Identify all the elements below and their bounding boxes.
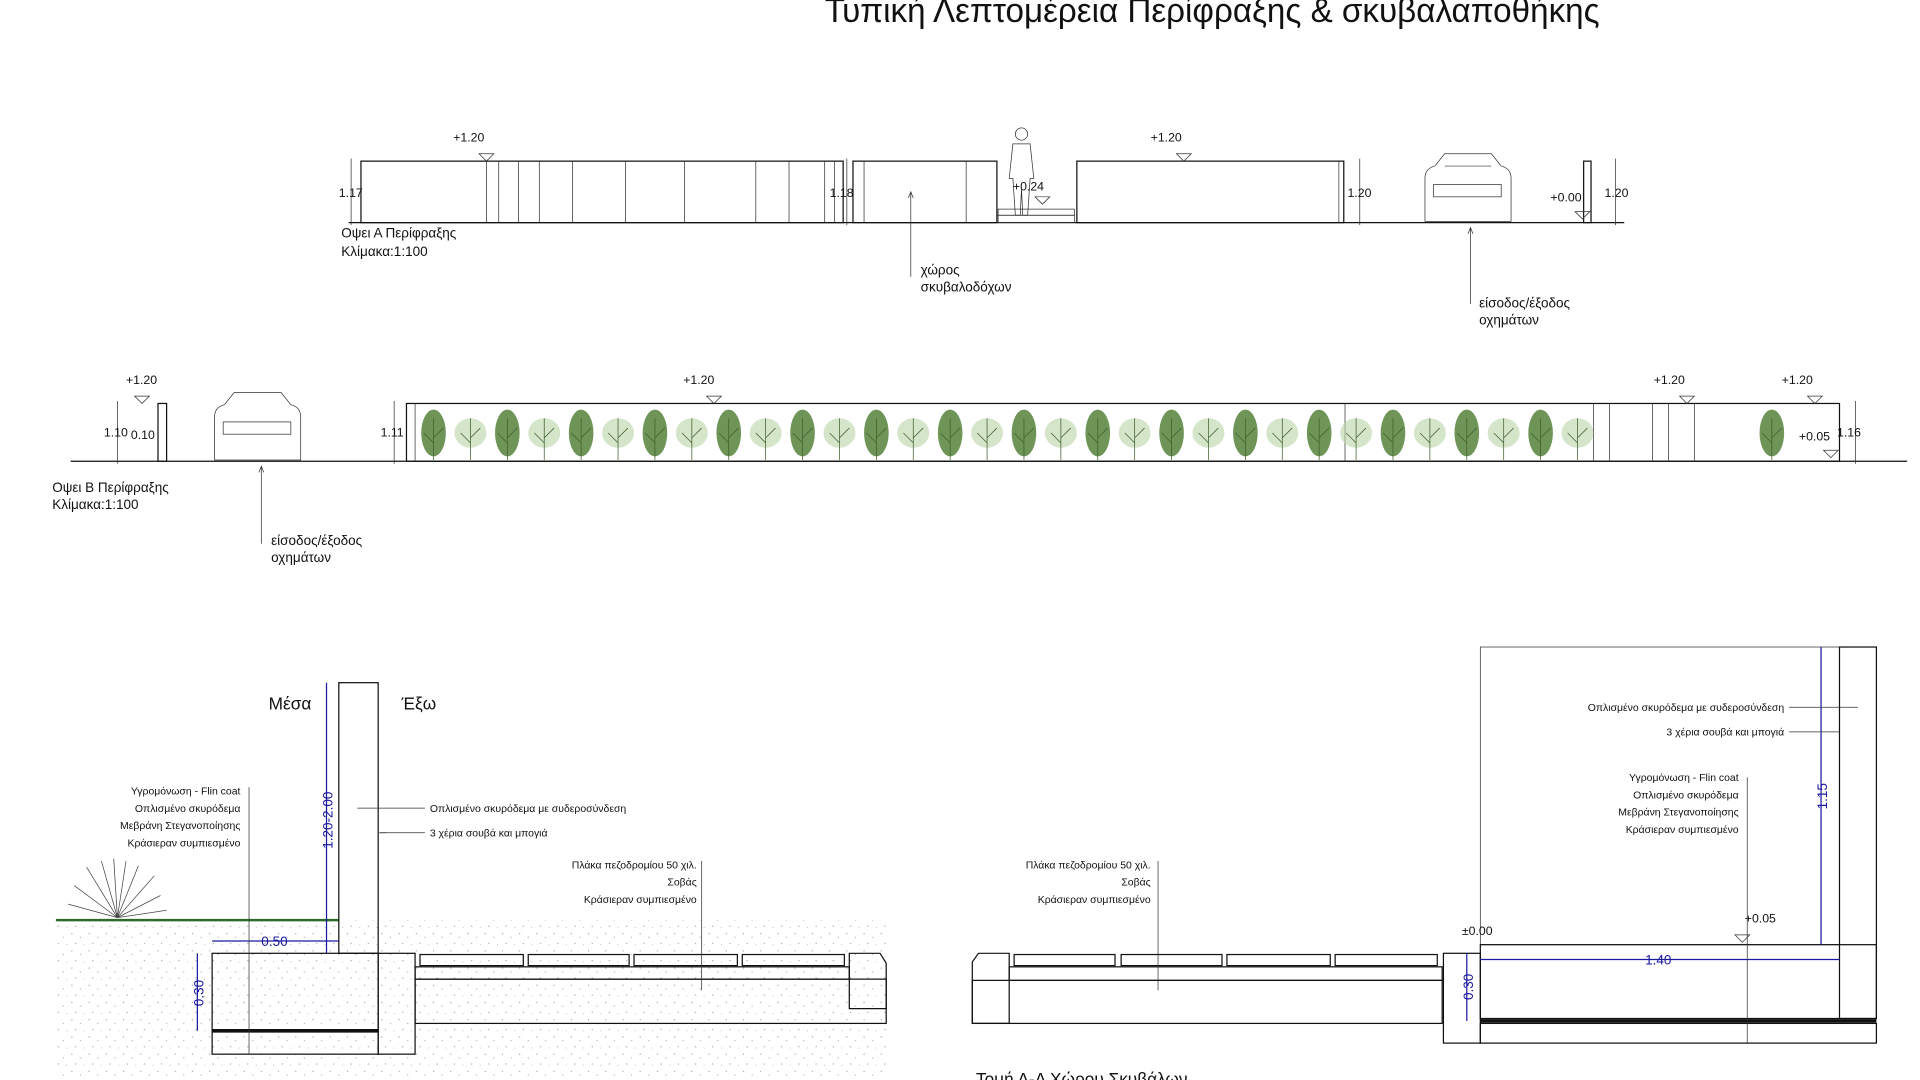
plant-icon	[1454, 409, 1480, 461]
plant-icon	[790, 409, 815, 461]
plant-icon	[568, 409, 594, 461]
svg-text:1.20-2.00: 1.20-2.00	[321, 792, 336, 849]
svg-text:1.15: 1.15	[1815, 783, 1830, 809]
plant-icon	[897, 418, 930, 461]
plant-icon	[971, 418, 1004, 461]
plant-icon	[1528, 409, 1553, 461]
plant-icon	[937, 409, 963, 461]
svg-text:1.16: 1.16	[1837, 426, 1861, 440]
svg-text:3 χέρια σουβά και μπογιά: 3 χέρια σουβά και μπογιά	[430, 827, 548, 839]
car-icon	[214, 392, 302, 461]
svg-text:+0.05: +0.05	[1799, 429, 1830, 443]
svg-text:1.20: 1.20	[1605, 186, 1629, 200]
svg-text:Σοβάς: Σοβάς	[667, 877, 696, 889]
svg-text:Μεβράνη Στεγανοποίησης: Μεβράνη Στεγανοποίησης	[120, 820, 240, 832]
elevation-a: +1.20 +1.20 +0.24 +0.00 1.17 1.18 1.20 1…	[339, 127, 1629, 328]
plant-icon	[1085, 409, 1111, 461]
plant-icon	[1413, 418, 1446, 461]
elevation-a-title: Οψει Α Περίφραξης	[341, 225, 457, 240]
plant-icon	[749, 418, 782, 461]
svg-text:οχημάτων: οχημάτων	[271, 550, 331, 565]
shrub-icon	[68, 858, 167, 918]
plant-icon	[675, 418, 708, 461]
plant-icon	[716, 409, 742, 461]
svg-text:είσοδος/έξοδος: είσοδος/έξοδος	[271, 533, 362, 548]
svg-text:Υγρομόνωση - Flin coat: Υγρομόνωση - Flin coat	[1629, 772, 1739, 784]
plant-icon	[454, 418, 487, 461]
plant-icon	[1380, 409, 1406, 461]
svg-text:0.10: 0.10	[131, 428, 155, 442]
svg-text:0.30: 0.30	[192, 980, 207, 1006]
plant-icon	[1159, 409, 1184, 461]
svg-text:Σοβάς: Σοβάς	[1121, 877, 1150, 889]
svg-text:1.18: 1.18	[830, 186, 854, 200]
svg-text:+1.20: +1.20	[1151, 130, 1182, 144]
svg-text:σκυβαλοδόχων: σκυβαλοδόχων	[921, 280, 1012, 295]
plant-icon	[642, 409, 668, 461]
svg-text:Μεβράνη Στεγανοποίησης: Μεβράνη Στεγανοποίησης	[1618, 807, 1738, 819]
svg-text:±0.00: ±0.00	[1462, 924, 1493, 938]
sheet-title: Τυπική Λεπτομέρεια Περίφραξης & σκυβαλαπ…	[825, 0, 1600, 30]
svg-text:Κράσιεραν συμπιεσμένο: Κράσιεραν συμπιεσμένο	[1626, 824, 1739, 836]
section-fence: Μέσα Έξω 1.20-2.00 0.50 0.30 Υγρομόνωση …	[55, 682, 887, 1080]
svg-text:Κράσιεραν συμπιεσμένο: Κράσιεραν συμπιεσμένο	[127, 837, 240, 849]
svg-text:χώρος: χώρος	[921, 262, 960, 277]
svg-text:Κράσιεραν συμπιεσμένο: Κράσιεραν συμπιεσμένο	[1038, 894, 1151, 906]
plant-icon	[1011, 409, 1037, 461]
svg-text:0.50: 0.50	[261, 934, 287, 949]
plant-icon	[1118, 418, 1151, 461]
svg-text:Οπλισμένο σκυρόδεμα με συδεροσ: Οπλισμένο σκυρόδεμα με συδεροσύνδεση	[430, 803, 627, 815]
plant-icon	[823, 418, 856, 461]
plant-icon	[602, 418, 635, 461]
plant-icon	[1340, 418, 1373, 461]
plant-icon	[1306, 409, 1332, 461]
svg-text:Κράσιεραν συμπιεσμένο: Κράσιεραν συμπιεσμένο	[584, 894, 697, 906]
plant-icon	[864, 409, 889, 461]
svg-text:1.17: 1.17	[339, 186, 363, 200]
plant-icon	[1044, 418, 1077, 461]
svg-text:είσοδος/έξοδος: είσοδος/έξοδος	[1479, 296, 1570, 311]
plant-icon	[421, 409, 446, 461]
svg-text:3 χέρια σουβά και μπογιά: 3 χέρια σουβά και μπογιά	[1666, 727, 1784, 739]
plant-icon	[1759, 409, 1785, 461]
plant-icon	[1192, 418, 1225, 461]
svg-text:+1.20: +1.20	[453, 130, 484, 144]
svg-text:1.10: 1.10	[104, 426, 128, 440]
svg-text:+1.20: +1.20	[683, 373, 714, 387]
label-inside: Μέσα	[269, 694, 312, 714]
svg-text:+0.24: +0.24	[1013, 180, 1044, 194]
elevation-a-scale: Κλίμακα:1:100	[341, 244, 427, 259]
svg-text:Οπλισμένο σκυρόδεμα: Οπλισμένο σκυρόδεμα	[1633, 789, 1739, 801]
person-figure-icon	[1008, 127, 1035, 216]
section-caption: Τομή Α-Α Χώρου Σκυβάλων	[976, 1069, 1188, 1080]
svg-text:+1.20: +1.20	[1782, 373, 1813, 387]
svg-text:Υγρομόνωση - Flin coat: Υγρομόνωση - Flin coat	[131, 786, 241, 798]
svg-text:+0.05: +0.05	[1745, 912, 1776, 926]
plant-icon	[1561, 418, 1594, 461]
svg-text:Οπλισμένο σκυρόδεμα: Οπλισμένο σκυρόδεμα	[135, 803, 241, 815]
svg-text:0.30: 0.30	[1461, 974, 1476, 1000]
plant-icon	[1266, 418, 1299, 461]
plant-icon	[1487, 418, 1520, 461]
svg-text:+1.20: +1.20	[1654, 373, 1685, 387]
svg-text:οχημάτων: οχημάτων	[1479, 313, 1539, 328]
elevation-b: +1.20 +1.20 +1.20 +1.20 +0.05 1.10 0.10 …	[52, 373, 1908, 565]
car-icon	[1424, 153, 1512, 222]
elevation-b-title: Οψει Β Περίφραξης	[52, 480, 169, 495]
svg-text:+0.00: +0.00	[1550, 191, 1581, 205]
svg-text:1.20: 1.20	[1347, 186, 1371, 200]
section-bins: 1.15 1.40 0.30 ±0.00 +0.05 Οπλισμένο σκυ…	[971, 646, 1878, 1080]
plant-icon	[495, 409, 520, 461]
svg-text:1.11: 1.11	[381, 426, 404, 440]
svg-text:Οπλισμένο σκυρόδεμα με συδεροσ: Οπλισμένο σκυρόδεμα με συδεροσύνδεση	[1588, 702, 1785, 714]
svg-text:Πλάκα πεζοδρομίου 50 χιλ.: Πλάκα πεζοδρομίου 50 χιλ.	[572, 859, 697, 871]
svg-text:1.40: 1.40	[1645, 952, 1671, 967]
plant-icon	[1233, 409, 1258, 461]
plant-icon	[528, 418, 561, 461]
label-outside: Έξω	[401, 694, 437, 714]
elevation-b-scale: Κλίμακα:1:100	[52, 497, 138, 512]
svg-text:Πλάκα πεζοδρομίου 50 χιλ.: Πλάκα πεζοδρομίου 50 χιλ.	[1026, 859, 1151, 871]
svg-text:+1.20: +1.20	[126, 373, 157, 387]
hedge-plants	[421, 409, 1785, 461]
